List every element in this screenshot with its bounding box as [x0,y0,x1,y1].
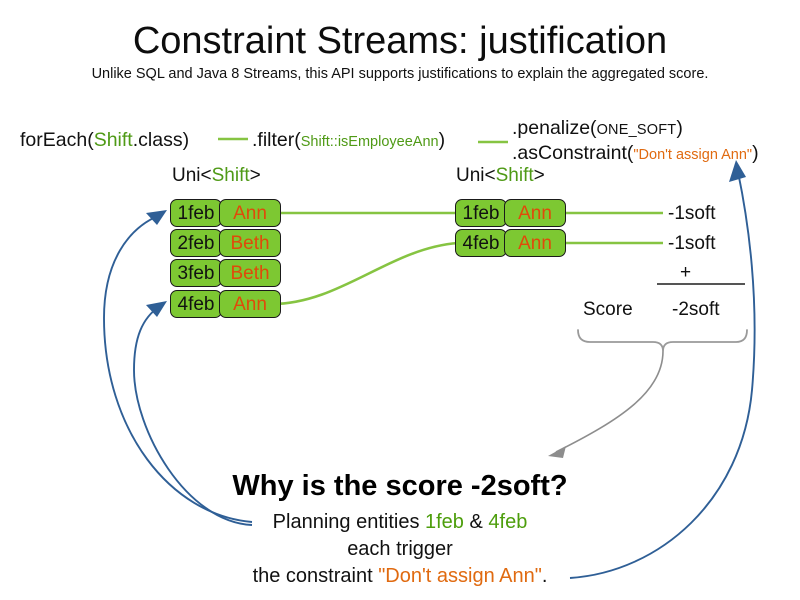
explanation-line-1: Planning entities 1feb & 4feb [0,511,800,534]
fact-date: 4feb [170,290,222,318]
page-subtitle: Unlike SQL and Java 8 Streams, this API … [91,66,709,82]
stream-label-left-suffix: > [249,165,261,186]
explanation-line-2: each trigger [347,538,453,560]
code-filter-predicate: Shift::isEmployeeAnn [300,134,439,150]
fact-employee: Ann [219,290,281,318]
explanation-line-1-prefix: Planning entities [272,511,425,533]
table-row[interactable]: 1feb Ann [170,199,281,227]
page-title: Constraint Streams: justification [132,20,668,62]
code-penalize: .penalize(ONE_SOFT) [512,117,683,140]
fact-date: 1feb [170,199,222,227]
table-row[interactable]: 4feb Ann [170,290,281,318]
penalty-value-1: -1soft [668,203,716,224]
code-filter: .filter(Shift::isEmployeeAnn) [252,129,445,152]
code-penalize-prefix: .penalize( [512,117,597,139]
code-foreach-suffix: .class) [132,129,190,151]
stream-label-left-prefix: Uni< [172,165,212,186]
table-row[interactable]: 2feb Beth [170,229,281,257]
justification-arrow-1feb-head [146,210,167,225]
explanation-entity-b: 4feb [488,511,528,533]
code-filter-suffix: ) [438,129,446,151]
code-foreach: forEach(Shift.class) [20,129,189,152]
stream-label-left-type: Shift [211,165,250,186]
explanation-entity-a: 1feb [425,511,464,533]
fact-employee: Beth [219,229,281,257]
fact-date: 3feb [170,259,222,287]
score-total: -2soft [672,299,720,320]
stream-connector-4feb [271,241,459,306]
explanation-heading: Why is the score -2soft? [232,470,568,502]
fact-date: 2feb [170,229,222,257]
score-brace-pointer [555,350,664,453]
stream-label-right-type: Shift [495,165,534,186]
explanation-line-3: the constraint "Don't assign Ann". [0,565,800,588]
stream-label-right: Uni<Shift> [456,165,545,187]
fact-employee: Beth [219,259,281,287]
code-penalize-score-level: ONE_SOFT [596,122,677,138]
code-penalize-suffix: ) [676,117,683,139]
explanation-constraint-name: "Don't assign Ann" [378,565,542,587]
fact-date: 4feb [455,229,507,257]
justification-arrow-4feb-head [146,301,167,317]
score-brace-arrowhead [548,446,566,458]
fact-employee: Ann [219,199,281,227]
explanation-amp: & [463,511,489,533]
table-row[interactable]: 4feb Ann [455,229,566,257]
fact-employee: Ann [504,229,566,257]
code-as-constraint-suffix: ) [752,142,759,164]
code-as-constraint-prefix: .asConstraint( [512,142,634,164]
stream-label-right-suffix: > [533,165,545,186]
explanation-line-3-prefix: the constraint [252,565,379,587]
table-row[interactable]: 1feb Ann [455,199,566,227]
code-filter-prefix: .filter( [252,129,301,151]
code-foreach-type: Shift [93,129,133,151]
fact-date: 1feb [455,199,507,227]
score-brace [577,329,748,352]
score-label: Score [583,299,633,320]
stream-label-right-prefix: Uni< [456,165,496,186]
table-row[interactable]: 3feb Beth [170,259,281,287]
penalty-value-2: -1soft [668,233,716,254]
code-as-constraint-name: "Don't assign Ann" [633,147,753,163]
code-foreach-prefix: forEach( [20,129,94,151]
stream-label-left: Uni<Shift> [172,165,261,187]
fact-employee: Ann [504,199,566,227]
code-as-constraint: .asConstraint("Don't assign Ann") [512,142,759,165]
explanation-line-3-suffix: . [541,565,548,587]
sum-operator: + [680,262,692,283]
